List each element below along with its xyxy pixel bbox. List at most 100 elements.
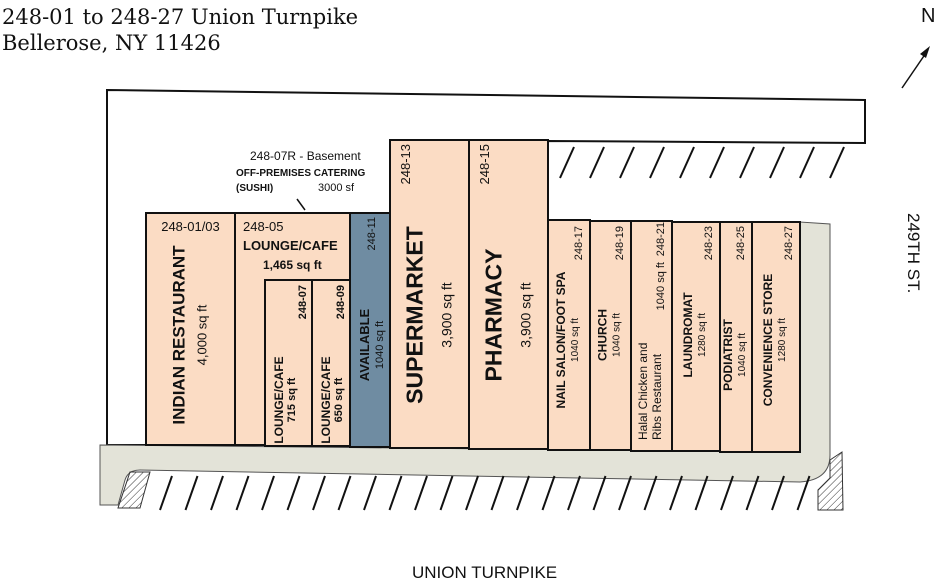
- parking-stripe: [829, 146, 845, 179]
- unit-use: NAIL SALON/FOOT SPA: [554, 271, 568, 408]
- unit-footprint: [751, 221, 801, 453]
- parking-stripe: [516, 475, 530, 511]
- unit-use: SUPERMARKET: [402, 226, 428, 404]
- unit-id: 248-27: [783, 226, 795, 260]
- unit-use-2: Ribs Restaurant: [650, 353, 664, 440]
- parking-stripes: [159, 146, 845, 511]
- parking-stripe: [592, 475, 607, 511]
- basement-area: 3000 sf: [318, 182, 355, 194]
- unit-id: 248-23: [703, 226, 715, 260]
- unit-use: CHURCH: [596, 309, 610, 361]
- parking-stripe: [745, 475, 760, 511]
- unit-footprint: [389, 139, 470, 449]
- unit-id: 248-13: [398, 144, 413, 184]
- unit-use: PHARMACY: [481, 249, 507, 382]
- parking-stripe: [261, 475, 275, 511]
- parking-stripe: [720, 475, 734, 511]
- unit-area: 1280 sq ft: [697, 313, 708, 357]
- north-label: N: [921, 5, 935, 27]
- parking-stripe: [159, 475, 173, 511]
- sidewalk: [99, 221, 831, 506]
- parking-stripe: [465, 475, 479, 511]
- hatched-corner-right: [817, 451, 844, 511]
- parking-stripe: [559, 146, 575, 179]
- parking-stripe: [618, 475, 632, 511]
- unit-footprint: [145, 212, 236, 446]
- parking-stripe: [337, 475, 352, 511]
- parking-stripe: [235, 475, 250, 511]
- unit-id: 248-05: [243, 219, 283, 234]
- parking-stripe: [490, 475, 505, 511]
- unit-use: Halal Chicken and: [636, 343, 650, 440]
- hatched-corner-left: [117, 471, 151, 509]
- parking-stripe: [210, 475, 224, 511]
- unit-area: 3,900 sq ft: [518, 282, 534, 347]
- parking-stripe: [286, 475, 301, 511]
- unit-id: 248-15: [477, 144, 492, 184]
- unit-use: LOUNGE/CAFE: [319, 356, 333, 443]
- parking-stripe: [694, 475, 709, 511]
- basement-detail: (SUSHI): [236, 183, 273, 194]
- parking-stripe: [799, 146, 815, 179]
- unit-id: 248-07: [297, 285, 309, 319]
- unit-id: 248-09: [335, 285, 347, 319]
- parking-stripe: [643, 475, 658, 511]
- unit-id: 248-19: [614, 226, 626, 260]
- unit-id: 248-17: [573, 226, 585, 260]
- unit-use: CONVENIENCE STORE: [761, 274, 775, 406]
- unit-footprint: [630, 220, 673, 452]
- street-union-turnpike: UNION TURNPIKE: [412, 563, 557, 582]
- unit-id: 248-25: [735, 226, 747, 260]
- unit-use: LAUNDROMAT: [681, 292, 695, 378]
- parking-stripe: [567, 475, 581, 511]
- parking-stripe: [709, 146, 725, 179]
- basement-use: OFF-PREMISES CATERING: [236, 168, 365, 179]
- unit-area: 715 sq ft: [286, 377, 298, 422]
- unit-area: 1040 sq ft: [655, 262, 667, 310]
- unit-use: LOUNGE/CAFE: [243, 238, 338, 253]
- unit-area: 650 sq ft: [333, 377, 345, 422]
- parking-stripe: [414, 475, 428, 511]
- parking-stripe: [771, 475, 785, 511]
- parking-stripe: [439, 475, 454, 511]
- parking-stripe: [769, 146, 785, 179]
- unit-area: 1040 sq ft: [612, 313, 623, 357]
- parking-stripe: [312, 475, 326, 511]
- unit-use: LOUNGE/CAFE: [272, 356, 286, 443]
- unit-footprint: [589, 220, 632, 451]
- unit-area: 1,465 sq ft: [263, 258, 322, 272]
- unit-use: PODIATRIST: [721, 318, 735, 390]
- parking-stripe: [669, 475, 683, 511]
- parking-stripe: [619, 146, 635, 179]
- basement-unit: 248-07R - Basement: [250, 149, 361, 163]
- parking-stripe: [184, 475, 199, 511]
- unit-id: 248-01/03: [161, 219, 220, 234]
- parking-stripe: [679, 146, 695, 179]
- unit-use: INDIAN RESTAURANT: [170, 245, 189, 425]
- unit-id: 248-11: [366, 217, 378, 250]
- unit-footprint: [468, 139, 549, 450]
- street-249th: 249TH ST.: [904, 213, 923, 293]
- north-arrow-icon: [901, 46, 930, 89]
- unit-area: 4,000 sq ft: [195, 304, 210, 365]
- unit-area: 1280 sq ft: [777, 318, 788, 362]
- unit-use: AVAILABLE: [357, 308, 372, 381]
- parking-stripe: [363, 475, 377, 511]
- unit-footprint: [547, 219, 591, 451]
- unit-area: 3,900 sq ft: [439, 282, 455, 347]
- unit-footprint: [719, 221, 753, 453]
- parking-stripe: [649, 146, 665, 179]
